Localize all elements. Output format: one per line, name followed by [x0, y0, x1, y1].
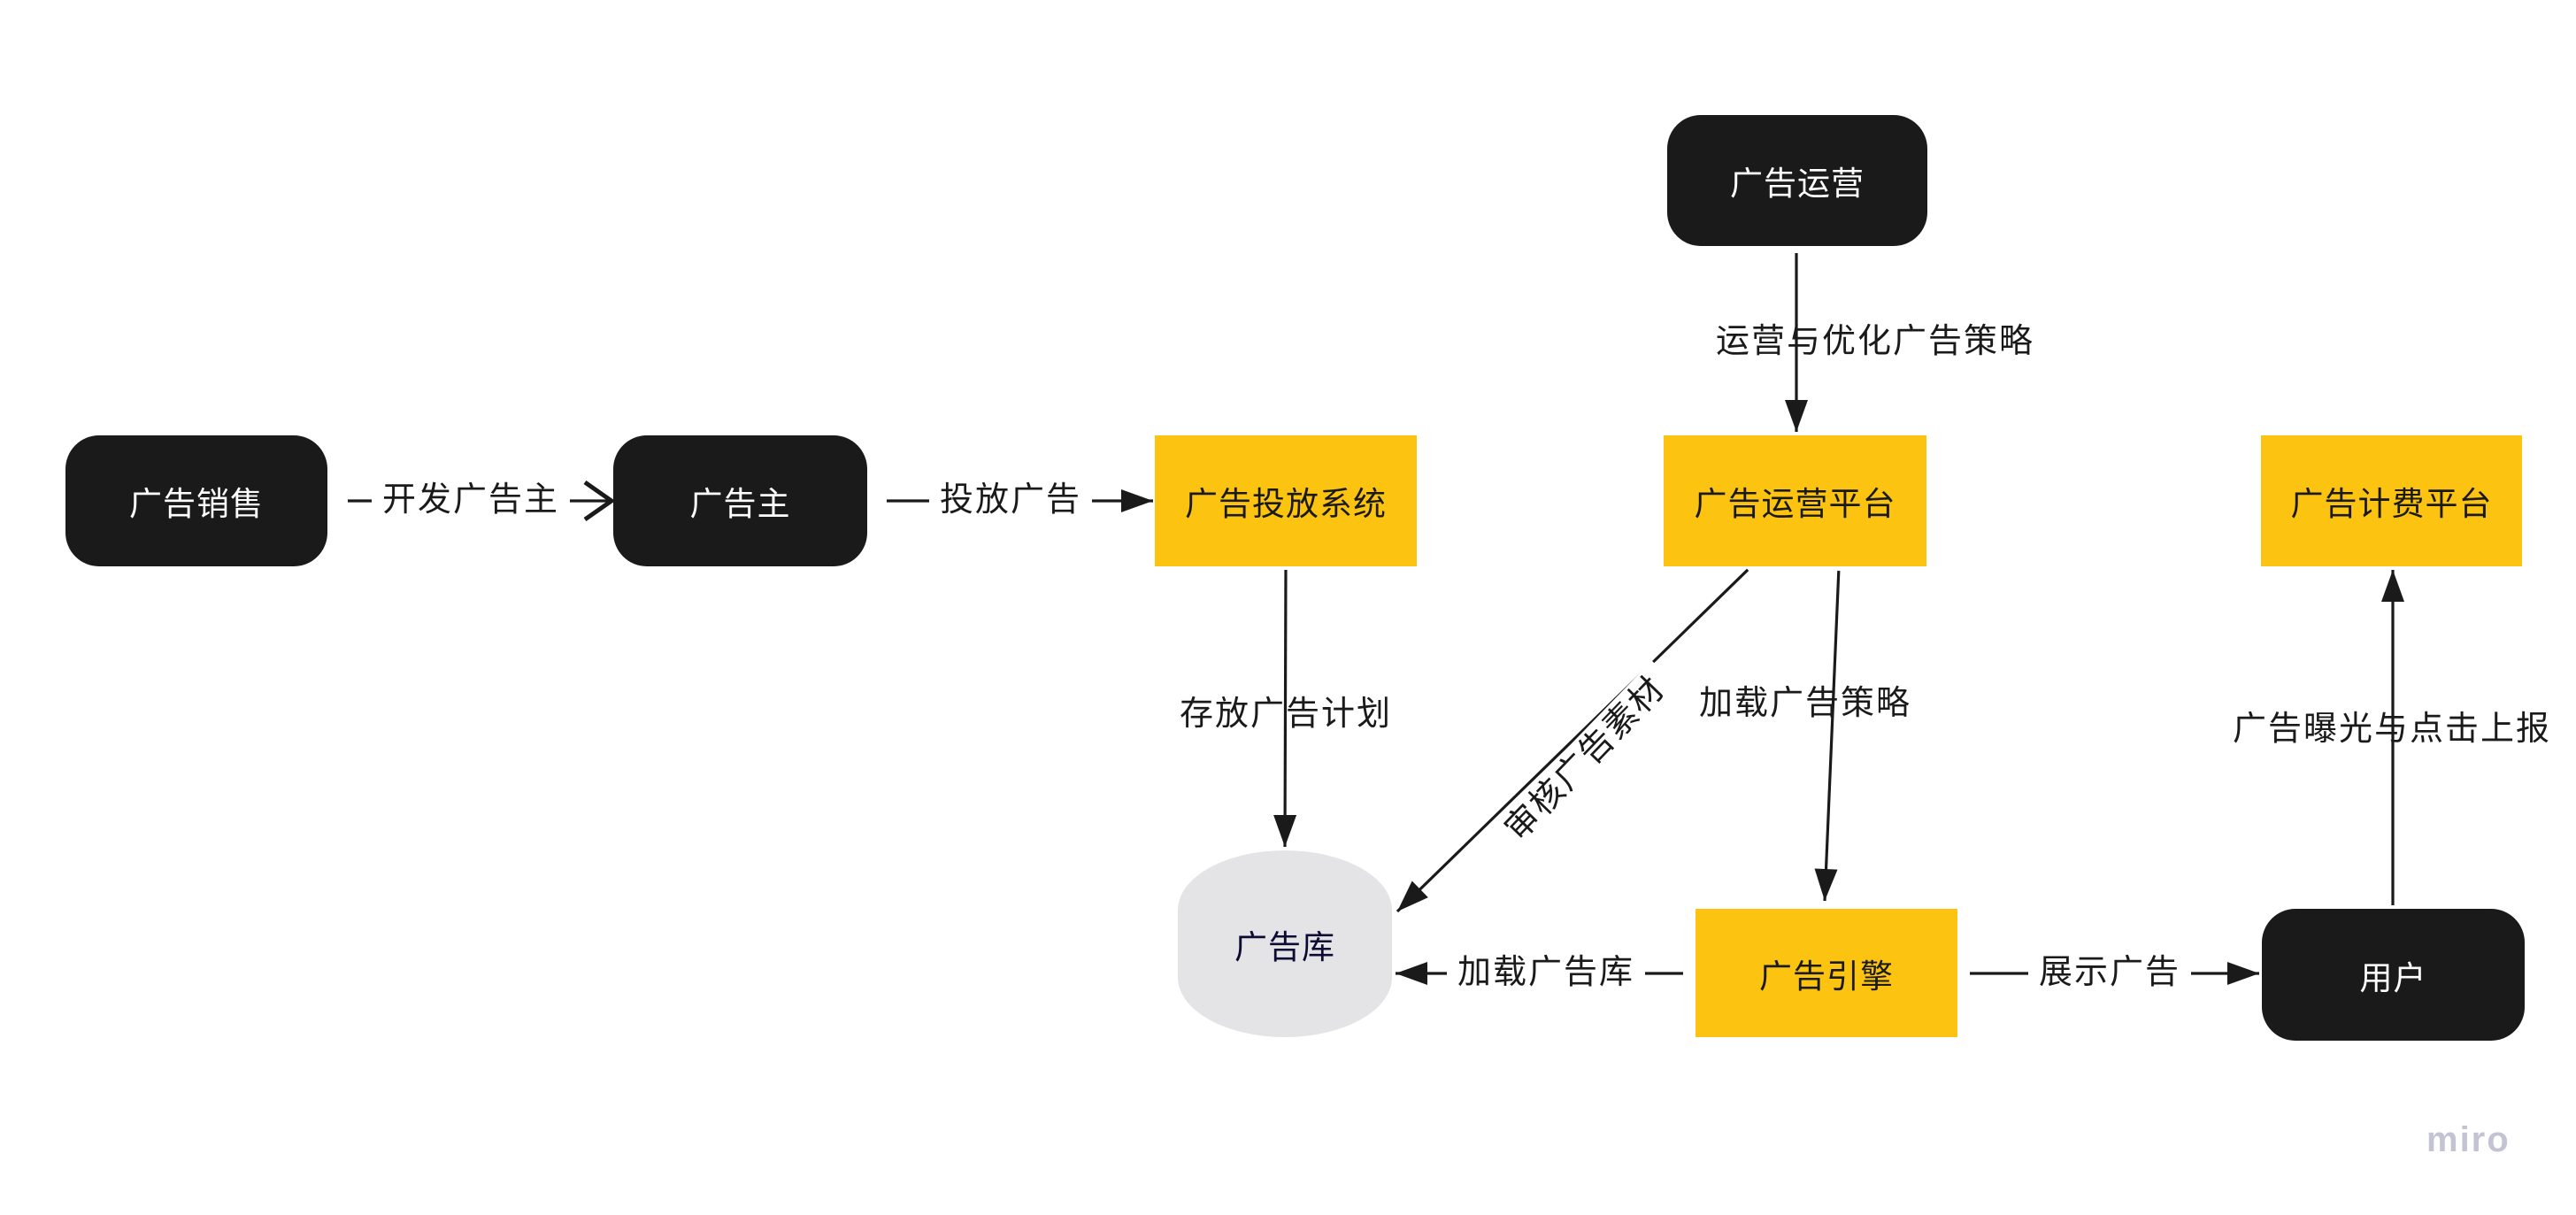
node-label: 广告计费平台	[2290, 486, 2493, 522]
node-label: 广告库	[1234, 928, 1335, 965]
node-advertiser[interactable]: 广告主	[613, 435, 867, 566]
node-ad-serving-system[interactable]: 广告投放系统	[1155, 435, 1417, 566]
node-label: 广告运营平台	[1694, 486, 1896, 522]
node-user[interactable]: 用户	[2262, 909, 2525, 1041]
node-label: 广告引擎	[1759, 957, 1894, 995]
connector-load-ad-strategy[interactable]	[1814, 570, 1841, 902]
edge-label-develop-advertiser[interactable]: 开发广告主	[371, 480, 571, 522]
node-label: 广告主	[689, 486, 791, 522]
miro-watermark: miro	[2426, 1120, 2511, 1159]
edge-label-impression-click-report[interactable]: 广告曝光与点击上报	[2232, 711, 2552, 749]
node-ad-operations[interactable]: 广告运营	[1667, 115, 1927, 246]
node-ad-operations-platform[interactable]: 广告运营平台	[1664, 435, 1926, 566]
node-ad-engine[interactable]: 广告引擎	[1696, 909, 1957, 1037]
connector-store-ad-plans[interactable]	[1273, 569, 1297, 848]
edge-label-operate-optimize[interactable]: 运营与优化广告策略	[1715, 323, 2035, 361]
node-label: 广告运营	[1730, 165, 1865, 202]
connector-review-ad-creatives[interactable]	[1396, 568, 1749, 913]
edge-label-load-ad-strategy[interactable]: 加载广告策略	[1698, 685, 1912, 723]
node-ad-library[interactable]: 广告库	[1178, 850, 1392, 1037]
edge-label-review-ad-creatives[interactable]: 审核广告素材	[1489, 660, 1682, 858]
node-ad-billing-platform[interactable]: 广告计费平台	[2261, 435, 2522, 566]
node-label: 广告销售	[129, 486, 264, 522]
edge-label-store-ad-plans[interactable]: 存放广告计划	[1179, 696, 1393, 734]
node-ad-sales[interactable]: 广告销售	[65, 435, 327, 566]
edge-label-load-ad-library[interactable]: 加载广告库	[1446, 952, 1646, 995]
edge-label-place-ads[interactable]: 投放广告	[928, 480, 1093, 522]
node-label: 用户	[2359, 959, 2427, 996]
edge-label-show-ads[interactable]: 展示广告	[2027, 952, 2192, 995]
node-label: 广告投放系统	[1185, 486, 1387, 522]
